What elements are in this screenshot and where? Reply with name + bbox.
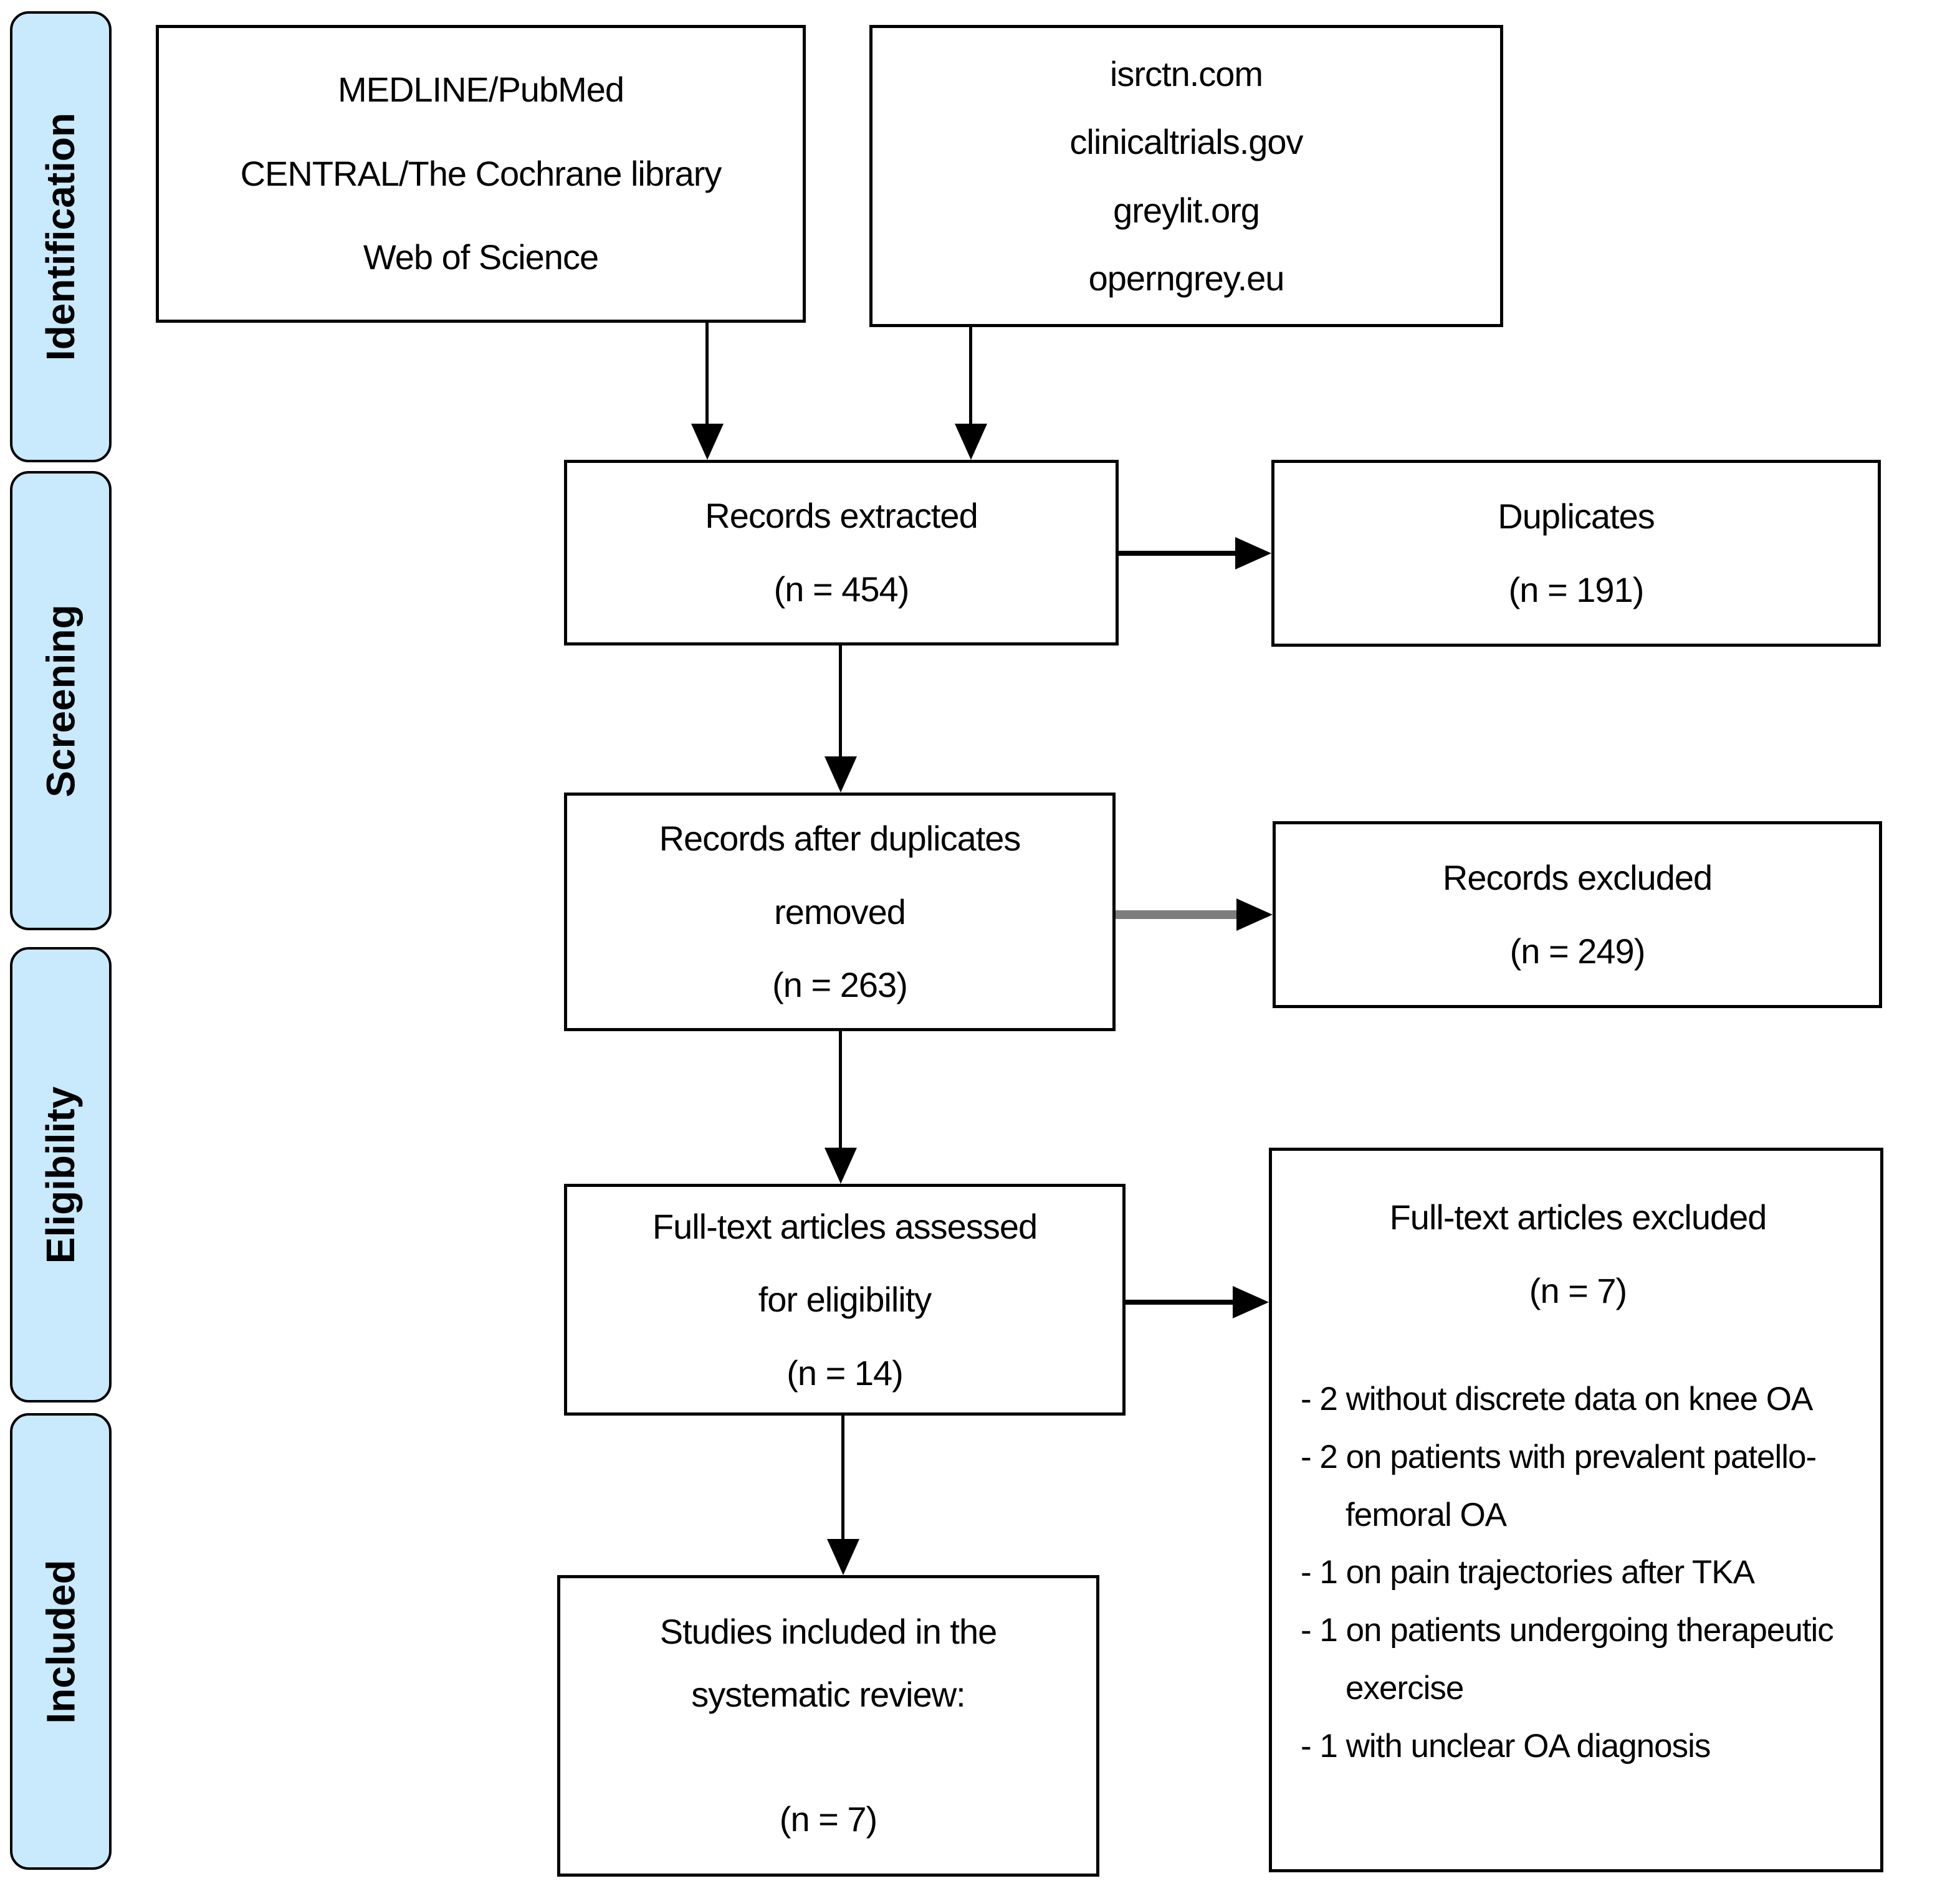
stage-tab-screening: Screening — [10, 471, 112, 930]
box-text-line: removed — [774, 892, 906, 931]
box-count-line: (n = 7) — [1529, 1270, 1627, 1310]
arrow-shaft — [839, 645, 842, 758]
stage-label-identification: Identification — [38, 112, 84, 361]
stage-tab-identification: Identification — [10, 11, 112, 462]
box-text-line: Full-text articles excluded — [1389, 1198, 1767, 1237]
arrow-shaft — [839, 1031, 842, 1149]
stage-tab-eligibility: Eligibility — [10, 947, 112, 1403]
box-duplicates: Duplicates (n = 191) — [1271, 460, 1881, 647]
arrow-shaft — [969, 326, 972, 425]
box-records-after-duplicates: Records after duplicates removed (n = 26… — [564, 793, 1116, 1031]
stage-label-eligibility: Eligibility — [38, 1086, 84, 1264]
box-text-line: Web of Science — [363, 237, 599, 277]
box-records-excluded: Records excluded (n = 249) — [1273, 821, 1882, 1008]
arrowhead-down-icon — [827, 1539, 859, 1575]
box-text-line: Records extracted — [705, 496, 978, 536]
box-text-line: isrctn.com — [1109, 54, 1263, 94]
arrow-shaft — [705, 323, 709, 425]
box-text-line: clinicaltrials.gov — [1069, 122, 1303, 162]
box-records-extracted: Records extracted (n = 454) — [564, 460, 1119, 645]
arrowhead-down-icon — [825, 1148, 857, 1184]
arrowhead-down-icon — [825, 756, 857, 793]
exclusion-reason-item: - 2 on patients with prevalent patello-f… — [1301, 1438, 1817, 1533]
arrowhead-right-icon — [1236, 898, 1273, 931]
box-count-line: (n = 249) — [1509, 931, 1646, 971]
box-count-line: (n = 14) — [786, 1353, 904, 1393]
box-fulltext-assessed: Full-text articles assessed for eligibil… — [564, 1184, 1126, 1416]
box-text-line: Full-text articles assessed — [652, 1206, 1038, 1246]
arrowhead-right-icon — [1233, 1286, 1269, 1318]
box-text-line: Records after duplicates — [659, 819, 1021, 859]
box-text-line: systematic review: — [691, 1674, 965, 1714]
exclusion-reason-item: - 1 on patients undergoing therapeutic e… — [1301, 1612, 1834, 1707]
box-text-line: Records excluded — [1442, 858, 1713, 898]
exclusion-reason-item: - 1 on pain trajectories after TKA — [1301, 1554, 1755, 1591]
arrowhead-down-icon — [691, 424, 724, 460]
box-count-line: (n = 454) — [773, 569, 910, 609]
box-text-line: greylit.org — [1113, 190, 1260, 230]
box-source-registries: isrctn.com clinicaltrials.gov greylit.or… — [869, 25, 1503, 327]
box-text-line: Studies included in the — [659, 1611, 998, 1651]
box-text-line: operngrey.eu — [1088, 258, 1285, 298]
box-source-databases: MEDLINE/PubMed CENTRAL/The Cochrane libr… — [156, 25, 806, 323]
box-studies-included: Studies included in the systematic revie… — [557, 1575, 1099, 1877]
arrow-shaft — [1126, 1300, 1233, 1305]
exclusion-reason-item: - 2 without discrete data on knee OA — [1301, 1381, 1813, 1418]
box-text-line: MEDLINE/PubMed — [337, 70, 624, 110]
box-text-line: CENTRAL/The Cochrane library — [240, 153, 722, 193]
arrow-shaft — [1116, 910, 1236, 919]
arrow-shaft — [841, 1416, 844, 1540]
exclusion-reason-item: - 1 with unclear OA diagnosis — [1301, 1727, 1711, 1765]
stage-tab-included: Included — [10, 1413, 112, 1870]
box-count-line: (n = 191) — [1508, 570, 1645, 609]
box-text-line: for eligibility — [758, 1280, 932, 1320]
box-count-line: (n = 7) — [779, 1799, 877, 1839]
arrow-shaft — [1119, 551, 1235, 556]
box-fulltext-excluded: Full-text articles excluded (n = 7) - 2 … — [1269, 1148, 1883, 1872]
stage-label-included: Included — [38, 1559, 84, 1724]
box-count-line: (n = 263) — [772, 965, 908, 1005]
arrowhead-down-icon — [955, 424, 987, 460]
stage-label-screening: Screening — [38, 604, 84, 798]
arrowhead-right-icon — [1235, 537, 1271, 569]
box-text-line: Duplicates — [1498, 497, 1655, 536]
exclusion-reasons-list: - 2 without discrete data on knee OA - 2… — [1301, 1371, 1855, 1775]
